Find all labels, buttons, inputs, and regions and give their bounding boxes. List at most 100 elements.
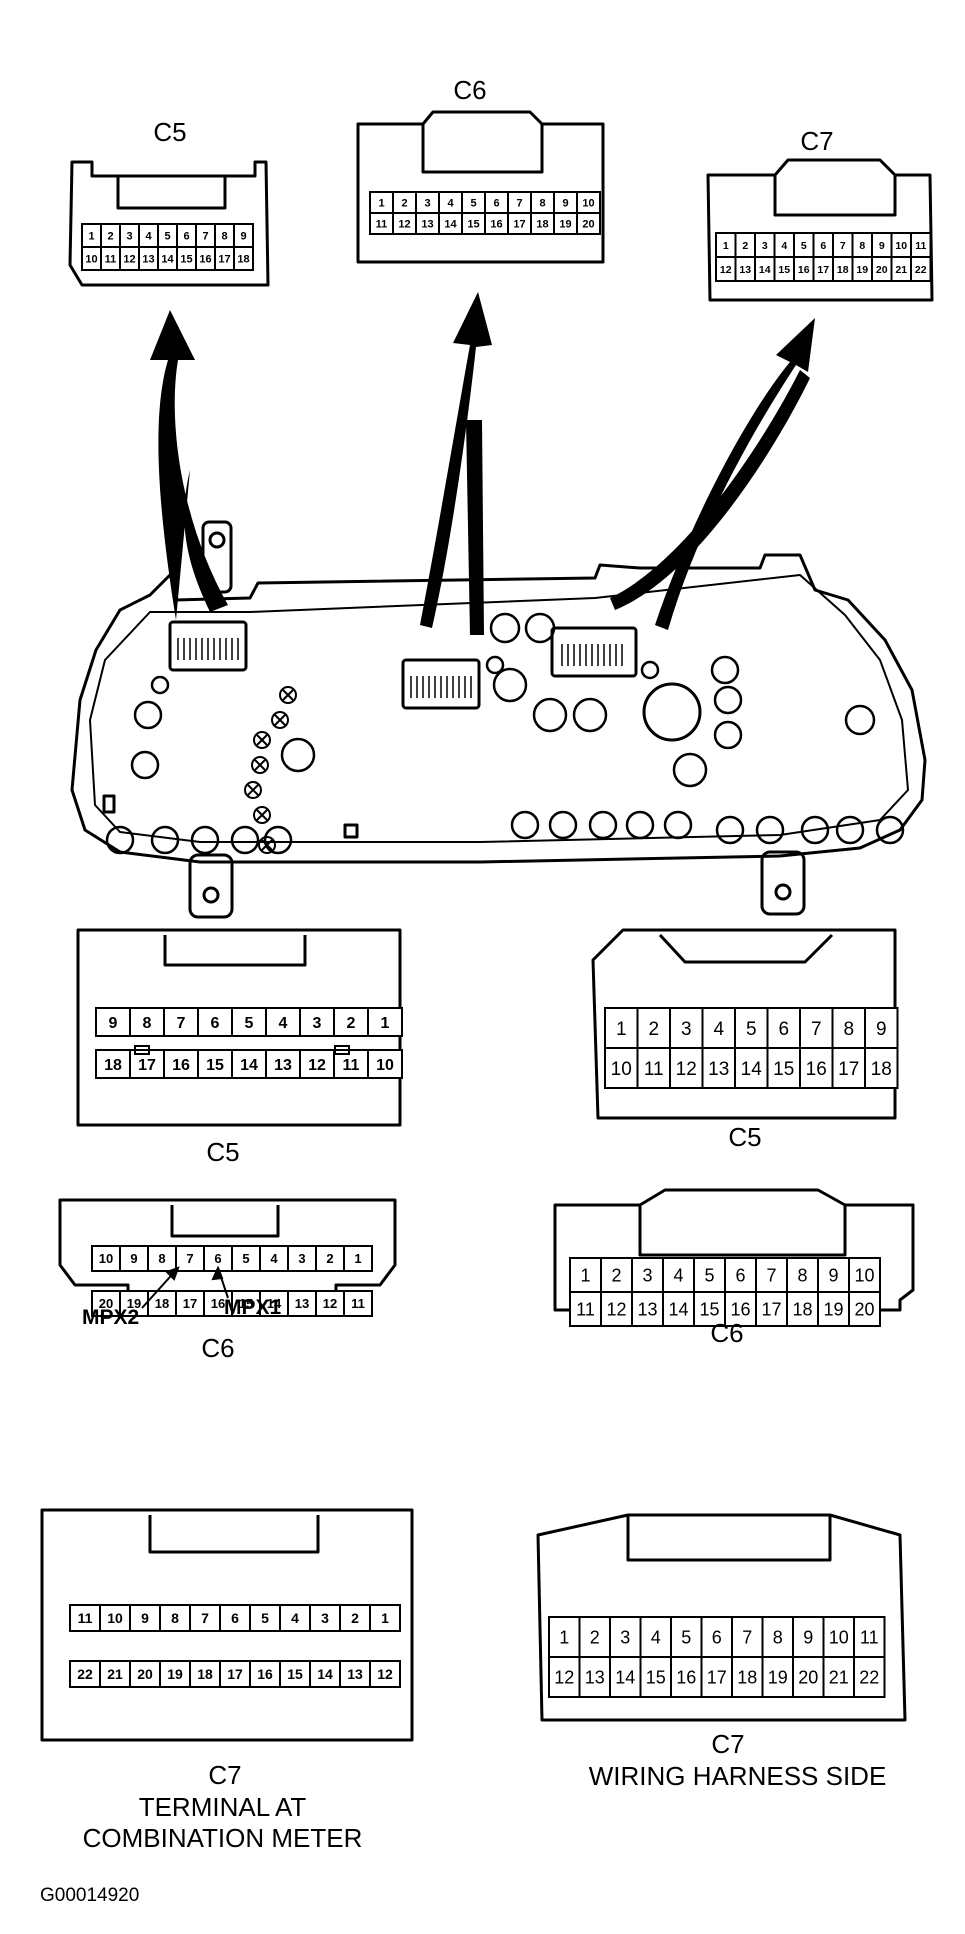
meter-c7-terminal-4: 4 <box>291 1610 299 1626</box>
meter-c5-terminal-17: 17 <box>138 1057 156 1074</box>
harness-c7-cell-9 <box>792 1616 825 1658</box>
top-c6-housing <box>356 110 605 264</box>
top-c7-cell-22 <box>910 256 932 282</box>
meter-hole-12 <box>672 752 708 788</box>
harness-c5-terminal-17: 17 <box>838 1059 859 1080</box>
meter-c6-label: C6 <box>201 1333 235 1363</box>
harness-c6-terminal-20: 20 <box>854 1299 874 1319</box>
top-c6-terminal-2: 2 <box>401 197 407 209</box>
meter-c5-terminal-1: 1 <box>381 1015 390 1032</box>
meter-c7-latch <box>148 1515 320 1554</box>
meter-hole-25 <box>755 815 785 845</box>
meter-c7-terminal-18: 18 <box>197 1666 213 1682</box>
top-c7-terminal-16: 16 <box>798 264 810 276</box>
harness-c5-cell-17 <box>831 1047 866 1089</box>
harness-c6-cell-12 <box>600 1291 633 1327</box>
top-c5-terminal-16: 16 <box>199 253 211 265</box>
harness-c7-cell-21 <box>822 1656 855 1698</box>
top-c5-terminal-13: 13 <box>142 253 154 265</box>
meter-c7-terminal-7: 7 <box>201 1610 209 1626</box>
meter-c5-cell-2 <box>333 1007 369 1037</box>
harness-c6-cell-6 <box>724 1257 757 1293</box>
harness-c5-terminal-16: 16 <box>806 1059 827 1080</box>
meter-c5-cell-14 <box>231 1049 267 1079</box>
meter-c5-label: C5 <box>206 1137 240 1167</box>
meter-c6-terminal-18: 18 <box>155 1296 169 1311</box>
top-c7-terminal-5: 5 <box>801 240 807 252</box>
meter-c6-cell-9 <box>119 1245 149 1272</box>
combination-meter-body <box>70 520 927 919</box>
harness-c7-terminal-3: 3 <box>620 1627 630 1647</box>
meter-hole-6 <box>572 697 608 733</box>
meter-c7-cell-17 <box>219 1660 251 1688</box>
harness-c6-terminal-19: 19 <box>823 1299 843 1319</box>
meter-screw-6 <box>253 806 271 824</box>
top-c6-terminal-17: 17 <box>513 218 525 230</box>
meter-bottom-tab-right <box>760 850 806 916</box>
meter-c6-terminal-11: 11 <box>351 1296 365 1311</box>
meter-c7-housing <box>40 1508 414 1742</box>
meter-hole-29 <box>150 675 170 695</box>
harness-c7-terminal-9: 9 <box>803 1627 813 1647</box>
top-c7-terminal-19: 19 <box>856 264 868 276</box>
meter-c6-cell-7 <box>175 1245 205 1272</box>
top-c7-terminal-9: 9 <box>879 240 885 252</box>
meter-c7-cell-21 <box>99 1660 131 1688</box>
meter-c6-cell-14 <box>259 1290 289 1317</box>
meter-c7-terminal-3: 3 <box>321 1610 329 1626</box>
harness-caption: WIRING HARNESS SIDE <box>588 1761 887 1791</box>
meter-c5-terminal-3: 3 <box>313 1015 322 1032</box>
meter-socket-c6 <box>401 658 481 710</box>
meter-c6-latch <box>170 1205 280 1238</box>
meter-inner-rim <box>89 574 909 843</box>
harness-c6-terminal-8: 8 <box>797 1265 807 1285</box>
harness-c5-terminal-15: 15 <box>773 1059 794 1080</box>
harness-c7-cell-6 <box>700 1616 733 1658</box>
harness-c7-cell-11 <box>853 1616 886 1658</box>
top-c6-terminal-3: 3 <box>424 197 430 209</box>
harness-c6-terminal-13: 13 <box>637 1299 657 1319</box>
top-c5-terminal-10: 10 <box>85 253 97 265</box>
meter-c6-cell-11 <box>343 1290 373 1317</box>
meter-c6-cell-8 <box>147 1245 177 1272</box>
meter-c5-cell-13 <box>265 1049 301 1079</box>
meter-c6-terminal-19: 19 <box>127 1296 141 1311</box>
top-c5-terminal-14: 14 <box>161 253 174 265</box>
meter-c6-terminal-13: 13 <box>295 1296 309 1311</box>
harness-c5-terminal-9: 9 <box>876 1019 887 1040</box>
mpx-callout-arrows <box>141 1265 229 1309</box>
meter-c5-terminal-5: 5 <box>245 1015 254 1032</box>
harness-c5-terminal-10: 10 <box>611 1059 632 1080</box>
arrow-to-c6-a <box>420 292 492 628</box>
meter-c6-terminal-15: 15 <box>239 1296 253 1311</box>
harness-c6-terminal-6: 6 <box>735 1265 745 1285</box>
meter-c6-terminal-12: 12 <box>323 1296 337 1311</box>
harness-c7-terminal-16: 16 <box>676 1667 696 1687</box>
top-c6-terminal-9: 9 <box>562 197 568 209</box>
meter-hole-16 <box>190 825 220 855</box>
harness-c6-terminal-11: 11 <box>576 1299 595 1319</box>
harness-c7-latch <box>626 1515 832 1562</box>
top-c5-terminal-4: 4 <box>145 230 152 242</box>
meter-hole-23 <box>663 810 693 840</box>
top-c5-latch <box>116 176 227 210</box>
top-c6-terminal-18: 18 <box>536 218 548 230</box>
meter-c5-key-slot-left <box>134 1045 150 1055</box>
top-c6-cell-20 <box>576 212 601 235</box>
meter-c7-terminal-1: 1 <box>381 1610 389 1626</box>
harness-c5-terminal-5: 5 <box>746 1019 757 1040</box>
meter-c6-terminal-2: 2 <box>326 1251 333 1266</box>
meter-c7-label: C7 <box>208 1760 242 1790</box>
harness-c6-terminal-3: 3 <box>642 1265 652 1285</box>
meter-c5-terminal-12: 12 <box>308 1057 326 1074</box>
meter-hole-15 <box>150 825 180 855</box>
top-c7-terminal-3: 3 <box>762 240 768 252</box>
top-c7-terminal-13: 13 <box>739 264 751 276</box>
harness-c5-terminal-18: 18 <box>871 1059 892 1080</box>
harness-c7-terminal-6: 6 <box>712 1627 722 1647</box>
top-c5-terminal-2: 2 <box>107 230 113 242</box>
meter-screw-1 <box>279 686 297 704</box>
top-c6-terminal-13: 13 <box>421 218 433 230</box>
harness-c5-cell-15 <box>766 1047 801 1089</box>
harness-c6-label: C6 <box>710 1318 744 1348</box>
